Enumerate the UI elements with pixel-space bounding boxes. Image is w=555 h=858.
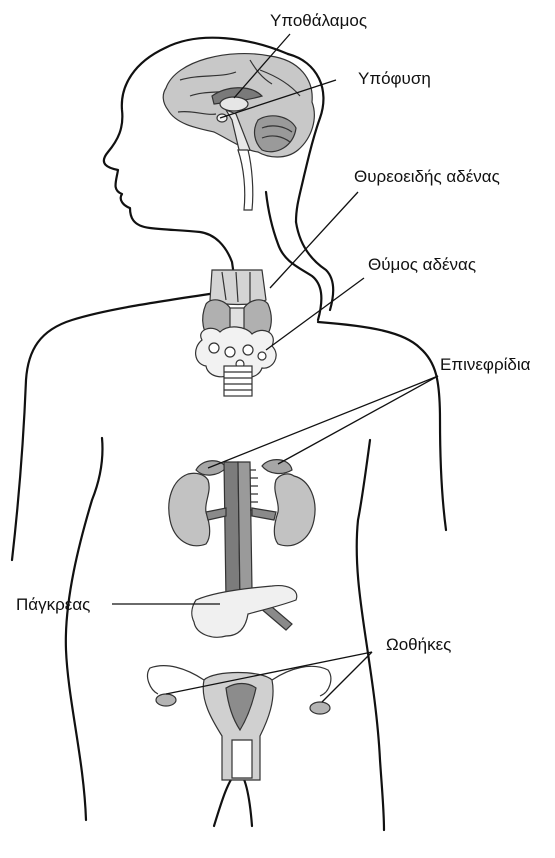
thyroid-leader (270, 192, 358, 288)
label-adrenals: Επινεφρίδια (440, 356, 530, 373)
label-ovaries: Ωοθήκες (386, 636, 451, 653)
brain (163, 54, 314, 157)
uterus (148, 666, 331, 780)
thymus-leader (266, 278, 364, 350)
neck-right-outline (296, 222, 333, 310)
right-torso-outline (357, 440, 384, 830)
ovaries-leader-right (322, 652, 372, 702)
adrenals-leader-right (278, 376, 438, 464)
trachea (224, 366, 252, 396)
hair-outline (266, 192, 321, 320)
label-thymus: Θύμος αδένας (368, 256, 476, 273)
label-hypothalamus: Υποθάλαμος (270, 12, 367, 29)
brainstem (238, 150, 253, 210)
right-shoulder-outline (318, 322, 446, 530)
label-pituitary: Υπόφυση (358, 70, 431, 87)
pancreas (192, 586, 297, 638)
label-thyroid: Θυρεοειδής αδένας (354, 168, 500, 185)
label-pancreas: Πάγκρεας (16, 596, 90, 613)
left-torso-outline (66, 438, 103, 820)
